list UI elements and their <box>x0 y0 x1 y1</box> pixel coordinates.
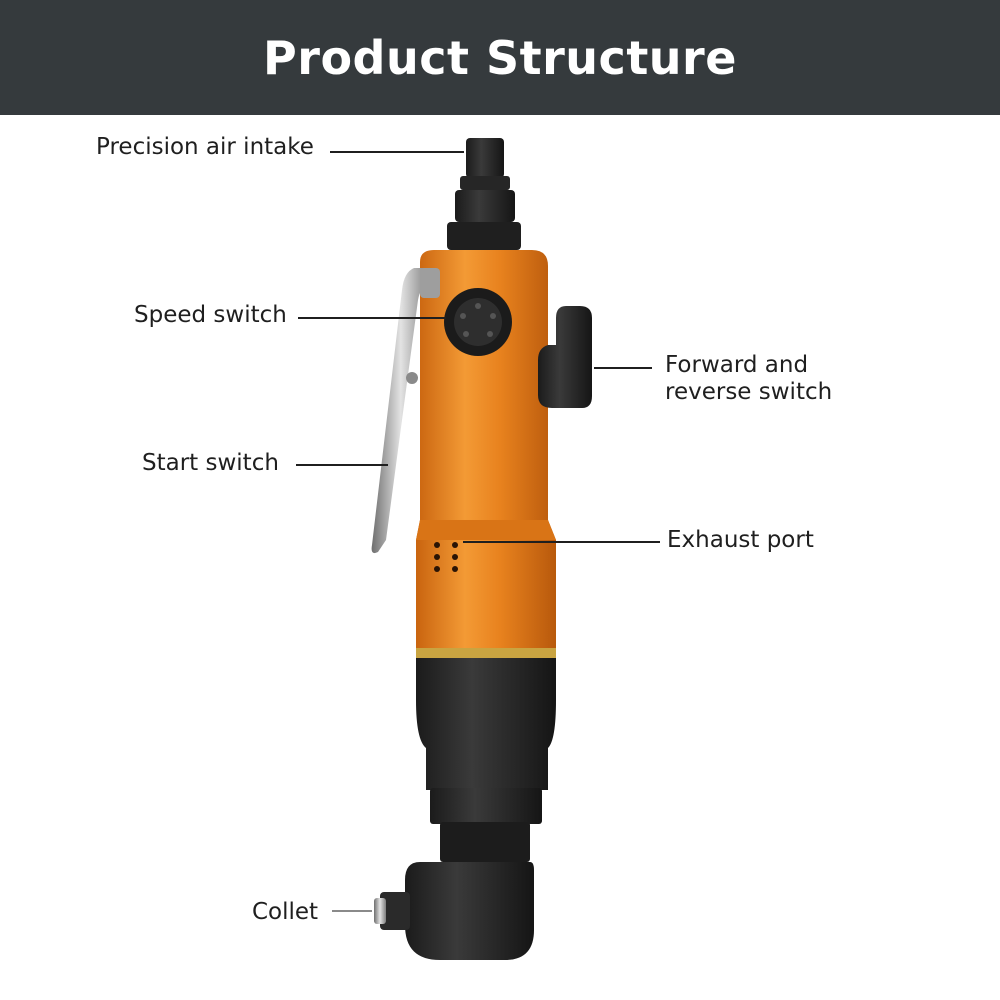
angle-head <box>374 862 534 960</box>
callout-exhaust-port: Exhaust port <box>667 527 814 553</box>
callout-collet: Collet <box>252 899 319 925</box>
lower-housing <box>416 658 556 862</box>
leader-lines <box>296 151 660 912</box>
callout-speed-switch: Speed switch <box>134 302 287 328</box>
tool-body <box>416 250 556 650</box>
brass-ring <box>416 648 556 658</box>
speed-switch-dial <box>444 288 512 356</box>
title-banner: Product Structure <box>0 0 1000 115</box>
callout-forward-reverse-line2: reverse switch <box>665 379 833 405</box>
callout-start-switch: Start switch <box>142 450 279 476</box>
callout-air-intake: Precision air intake <box>96 134 314 160</box>
exhaust-port-holes <box>434 542 458 572</box>
forward-reverse-lever <box>538 306 592 408</box>
page-title: Product Structure <box>263 30 737 85</box>
air-intake-fitting <box>447 138 521 250</box>
callout-forward-reverse-line1: Forward and <box>665 352 809 378</box>
start-lever <box>371 268 440 554</box>
